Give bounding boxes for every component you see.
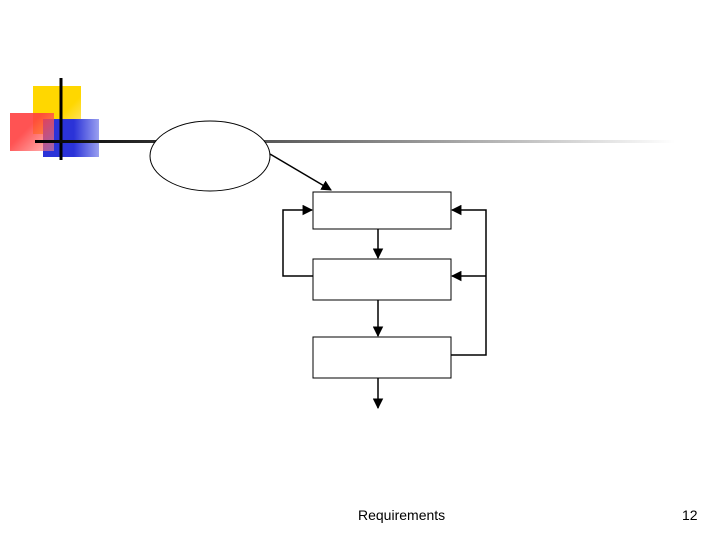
process-box-1 (312, 191, 452, 230)
logo-red-square (10, 113, 54, 151)
footer-title: Requirements (358, 507, 446, 523)
page-number: 12 (682, 507, 698, 523)
start-ellipse (149, 120, 271, 192)
title-separator-line (35, 140, 675, 143)
feedback-loop-right-outer (450, 204, 487, 356)
process-box-2 (312, 258, 452, 301)
process-box-3 (312, 336, 452, 379)
arrow-ellipse-to-box1 (269, 153, 332, 191)
feedback-loop-left (282, 204, 314, 277)
